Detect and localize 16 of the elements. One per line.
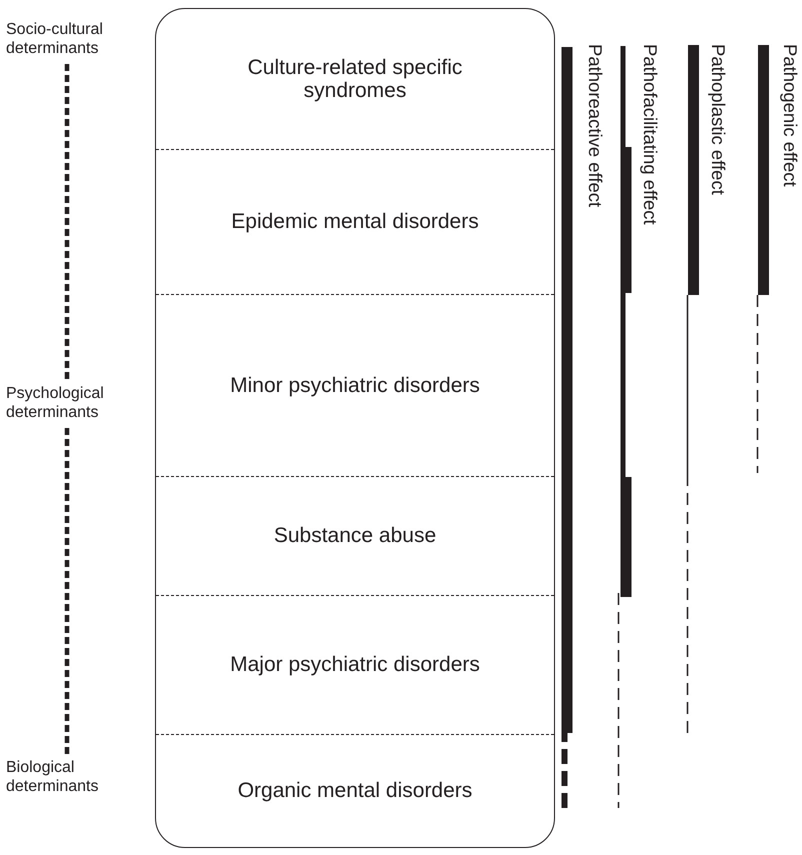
effect-label: Pathofacilitating effect	[639, 44, 661, 225]
category-label: Epidemic mental disorders	[231, 210, 479, 234]
category-label: Organic mental disorders	[238, 779, 472, 803]
effect-label: Pathoplastic effect	[707, 44, 729, 195]
effect-label: Pathoreactive effect	[584, 44, 606, 208]
determinant-label: Biological determinants	[6, 758, 156, 796]
rounded-frame	[155, 8, 555, 848]
dashed-connector	[64, 428, 70, 754]
category-label: Substance abuse	[274, 524, 436, 548]
category-label: Major psychiatric disorders	[230, 653, 480, 677]
category-label: Culture-related specific syndromes	[248, 56, 462, 102]
determinant-label: Psychological determinants	[6, 384, 156, 422]
effect-label: Pathogenic effect	[779, 44, 801, 187]
dashed-connector	[64, 64, 70, 380]
category-label: Minor psychiatric disorders	[230, 374, 480, 398]
determinant-label: Socio-cultural determinants	[6, 20, 156, 58]
